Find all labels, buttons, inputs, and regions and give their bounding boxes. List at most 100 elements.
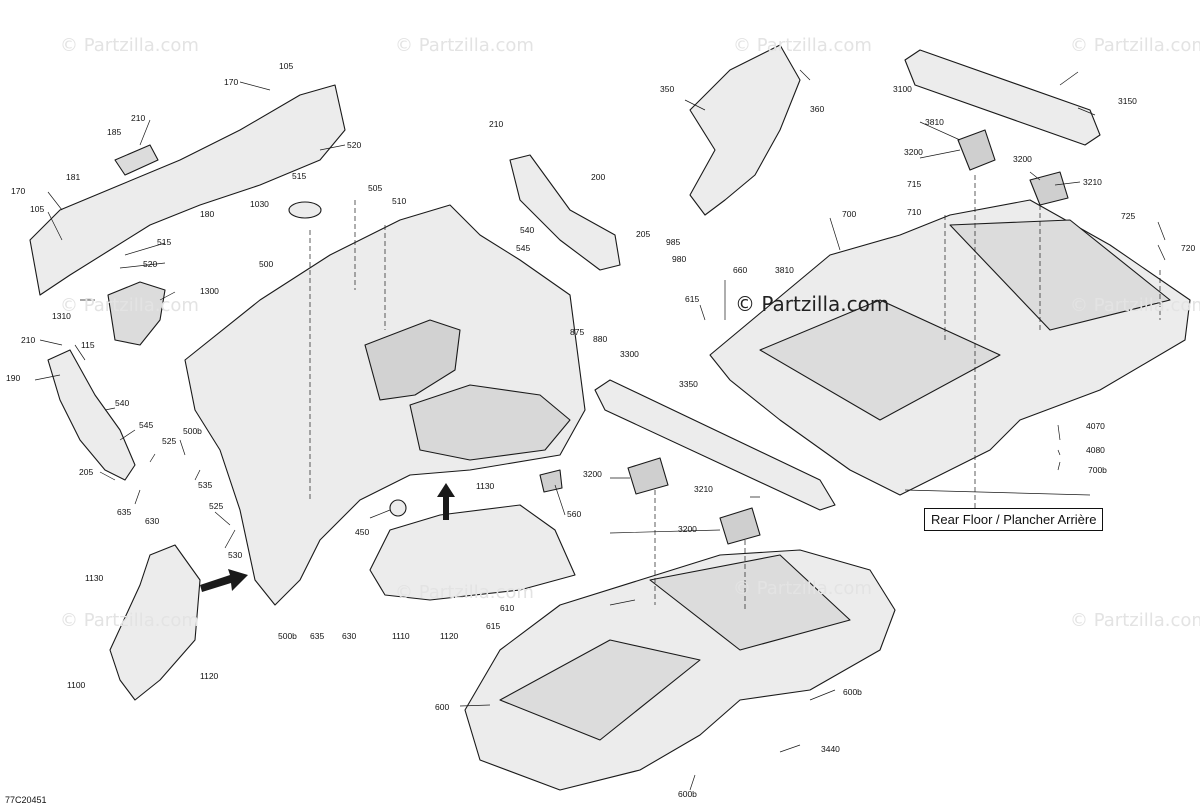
callout-label: 720 bbox=[1181, 243, 1196, 253]
part-3200-bracket-a bbox=[957, 129, 996, 171]
arrow-right bbox=[200, 569, 248, 592]
callout-label: 525 bbox=[209, 501, 224, 511]
callout-label: 200 bbox=[591, 172, 606, 182]
part-3200-bracket-d bbox=[719, 507, 761, 545]
callout-label: 3210 bbox=[1083, 177, 1102, 187]
part-600-floor-grid bbox=[499, 639, 701, 741]
callout-label: 515 bbox=[292, 171, 307, 181]
part-1100-bracket bbox=[109, 544, 201, 701]
callout-label: 205 bbox=[636, 229, 651, 239]
part-3100-strip bbox=[904, 49, 1101, 146]
callout-label: 4080 bbox=[1086, 445, 1105, 455]
watermark-text: © Partzilla.com bbox=[395, 35, 534, 56]
callout-label: 360 bbox=[810, 104, 825, 114]
callout-label: 3810 bbox=[775, 265, 794, 275]
part-200-bracket bbox=[509, 154, 621, 271]
part-700-floor-grid bbox=[759, 299, 1001, 421]
callout-label: 1120 bbox=[440, 631, 459, 641]
callout-label: 535 bbox=[198, 480, 213, 490]
callout-label: 105 bbox=[30, 204, 45, 214]
callout-label: 3350 bbox=[679, 379, 698, 389]
callout-label: 3200 bbox=[678, 524, 697, 534]
callout-label: 190 bbox=[6, 373, 21, 383]
callout-label: 635 bbox=[117, 507, 132, 517]
leader-lines bbox=[34, 69, 1166, 791]
callout-label: 630 bbox=[342, 631, 357, 641]
part-450-plug bbox=[389, 499, 407, 517]
callout-label: 600b bbox=[678, 789, 697, 799]
callout-label: 3810 bbox=[925, 117, 944, 127]
callout-label: 115 bbox=[81, 340, 95, 350]
callout-label: 630 bbox=[145, 516, 160, 526]
part-600-upper-grid bbox=[649, 554, 851, 651]
part-190-bracket bbox=[47, 349, 136, 481]
watermark-text: © Partzilla.com bbox=[1070, 610, 1200, 631]
callout-label: 700 bbox=[842, 209, 857, 219]
callout-label: 185 bbox=[107, 127, 122, 137]
callout-label: 615 bbox=[486, 621, 501, 631]
watermark-text: © Partzilla.com bbox=[60, 610, 199, 631]
callout-label: 3200 bbox=[583, 469, 602, 479]
callout-label: 540 bbox=[115, 398, 130, 408]
callout-label: 3300 bbox=[620, 349, 639, 359]
callout-label: 525 bbox=[162, 436, 177, 446]
part-185-bracket bbox=[114, 144, 159, 176]
callout-label: 350 bbox=[660, 84, 675, 94]
callout-label: 505 bbox=[368, 183, 383, 193]
callout-label: 1120 bbox=[200, 671, 219, 681]
callout-label: 1100 bbox=[67, 680, 86, 690]
watermark-text: © Partzilla.com bbox=[60, 35, 199, 56]
callout-label: 715 bbox=[907, 179, 922, 189]
part-350-bracket bbox=[689, 44, 801, 216]
callout-label: 210 bbox=[131, 113, 146, 123]
callout-label: 3200 bbox=[1013, 154, 1032, 164]
callout-label: 450 bbox=[355, 527, 370, 537]
callout-label: 4070 bbox=[1086, 421, 1105, 431]
callout-label: 610 bbox=[500, 603, 515, 613]
callout-label: 540 bbox=[520, 225, 535, 235]
callout-label: 660 bbox=[733, 265, 748, 275]
watermark-text: © Partzilla.com bbox=[733, 35, 872, 56]
callout-label: 1110 bbox=[392, 631, 410, 641]
document-number: 77C20451 bbox=[5, 795, 47, 805]
watermark-center: © Partzilla.com bbox=[735, 292, 890, 316]
callout-label: 3210 bbox=[694, 484, 713, 494]
part-1110-box bbox=[369, 504, 576, 601]
callout-label: 515 bbox=[157, 237, 172, 247]
callout-label: 520 bbox=[143, 259, 158, 269]
callout-label: 600 bbox=[435, 702, 450, 712]
watermark-text: © Partzilla.com bbox=[1070, 35, 1200, 56]
callout-label: 1130 bbox=[476, 481, 495, 491]
callout-label: 545 bbox=[516, 243, 531, 253]
callout-label: 500 bbox=[259, 259, 274, 269]
callout-label: 700b bbox=[1088, 465, 1107, 475]
callout-label: 510 bbox=[392, 196, 407, 206]
callout-label: 3200 bbox=[904, 147, 923, 157]
callout-label: 880 bbox=[593, 334, 608, 344]
callout-label: 520 bbox=[347, 140, 362, 150]
callout-label: 210 bbox=[21, 335, 36, 345]
callout-label: 1130 bbox=[85, 573, 104, 583]
watermark-text: © Partzilla.com bbox=[733, 578, 872, 599]
part-700-upper-grid bbox=[949, 219, 1171, 331]
callout-label: 180 bbox=[200, 209, 215, 219]
callout-label: 985 bbox=[666, 237, 681, 247]
callout-label: 875 bbox=[570, 327, 585, 337]
part-500-side-panel bbox=[184, 204, 586, 606]
callout-label: 710 bbox=[907, 207, 922, 217]
callout-label: 500b bbox=[183, 426, 202, 436]
part-1030-grommet bbox=[288, 201, 322, 219]
dashed-guides bbox=[309, 175, 1161, 610]
watermark-text: © Partzilla.com bbox=[60, 295, 199, 316]
callout-label: 545 bbox=[139, 420, 154, 430]
watermark-text: © Partzilla.com bbox=[395, 582, 534, 603]
callout-label: 560 bbox=[567, 509, 582, 519]
part-3300-strip bbox=[594, 379, 836, 511]
callout-label: 170 bbox=[224, 77, 239, 87]
callout-label: 105 bbox=[279, 61, 294, 71]
section-label: Rear Floor / Plancher Arrière bbox=[924, 508, 1104, 531]
part-3200-bracket-c bbox=[627, 457, 669, 495]
callout-label: 181 bbox=[66, 172, 81, 182]
arrow-up bbox=[437, 483, 455, 520]
